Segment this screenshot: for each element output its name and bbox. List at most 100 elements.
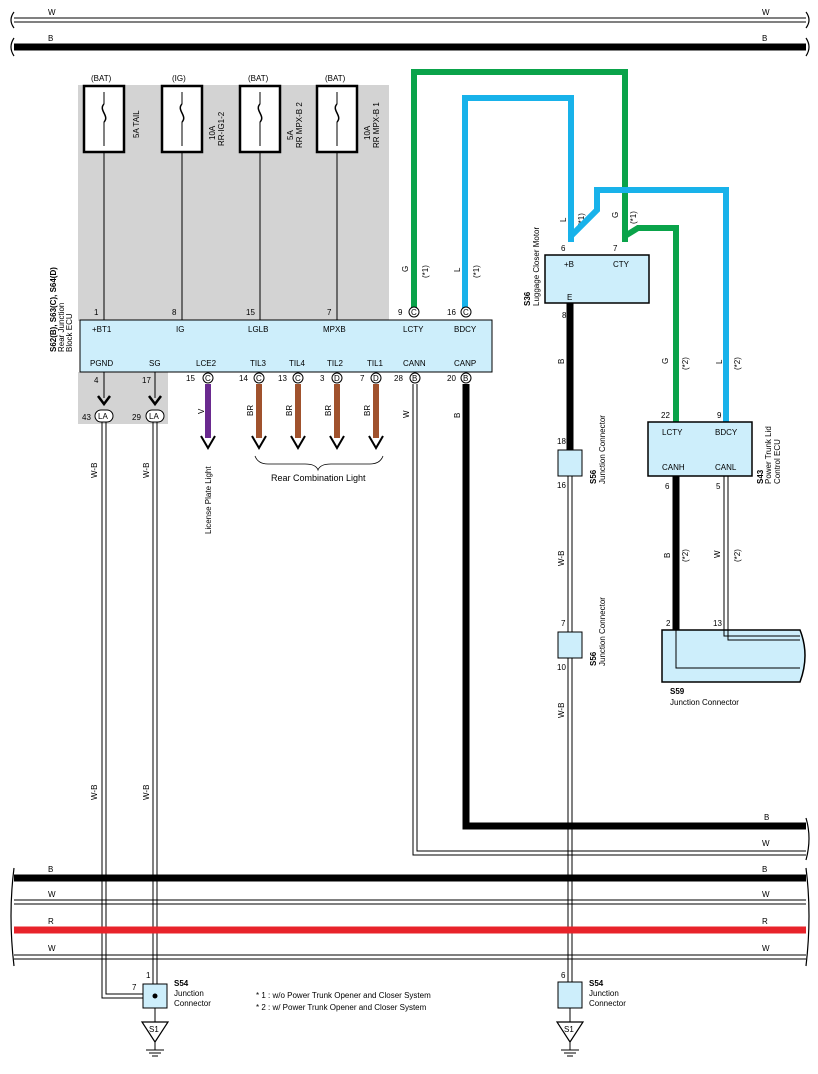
- pin-conn: C: [256, 374, 262, 383]
- top-bus-b-label-left: B: [48, 34, 53, 43]
- ptl-name-line2: Control ECU: [773, 439, 782, 484]
- pin-num: 9: [398, 308, 403, 317]
- wire-label-b: B: [557, 359, 566, 364]
- wire-note-2: (*2): [681, 357, 690, 370]
- fuse-label-line2: RR MPX-B 2: [295, 102, 304, 148]
- s59-id: S59: [670, 687, 685, 696]
- ptl-pin-num: 22: [661, 411, 670, 420]
- bus-label-r-left: R: [48, 917, 54, 926]
- pin-name: MPXB: [323, 325, 346, 334]
- pin-name: TIL4: [289, 359, 306, 368]
- s56-name: Junction Connector: [598, 597, 607, 666]
- wb-wires-left: [101, 422, 158, 999]
- pin-conn: B: [463, 374, 468, 383]
- bus-break-mark: [805, 817, 810, 861]
- top-bus-b-label-right: B: [762, 34, 767, 43]
- s56-pin-bottom: 16: [557, 481, 566, 490]
- pin-name: SG: [149, 359, 161, 368]
- wire-label-br: BR: [324, 405, 333, 416]
- s59-name: Junction Connector: [670, 698, 739, 707]
- pin-name: CANN: [403, 359, 426, 368]
- pin-num: 1: [94, 308, 99, 317]
- fuse-label-line2: RR-IG1-2: [217, 111, 226, 146]
- fuse-label-line1: 5A: [286, 130, 295, 140]
- bus-label-b: B: [764, 813, 769, 822]
- bus-label-w-right: W: [762, 944, 770, 953]
- fuse-label: 5A TAIL: [132, 110, 141, 138]
- pin-conn: C: [411, 308, 417, 317]
- s54-pin-top: 1: [146, 971, 151, 980]
- ptl-pin-name: CANH: [662, 463, 685, 472]
- ptl-name-line1: Power Trunk Lid: [764, 426, 773, 484]
- top-bus-w-label-left: W: [48, 8, 56, 17]
- pin-name: IG: [176, 325, 184, 334]
- s56-pin-top: 7: [561, 619, 566, 628]
- bus-label-b-right: B: [762, 865, 767, 874]
- note-2: * 2 : w/ Power Trunk Opener and Closer S…: [256, 1003, 427, 1012]
- wire-note-2: (*2): [733, 549, 742, 562]
- s59-pin-b: 13: [713, 619, 722, 628]
- pin-name: +BT1: [92, 325, 112, 334]
- fuse-supply-label: (BAT): [325, 74, 346, 83]
- la-conn-a: LA: [98, 412, 108, 421]
- pin-name: TIL2: [327, 359, 344, 368]
- license-plate-light-label: License Plate Light: [204, 466, 213, 534]
- top-bus-w: W W: [10, 8, 810, 29]
- pin-num: 17: [142, 376, 151, 385]
- fuse-label-line1: 10A: [208, 125, 217, 140]
- pin-name: LGLB: [248, 325, 268, 334]
- s56-junction-upper: 18 16 S56 Junction Connector: [557, 415, 607, 490]
- pin-conn: C: [463, 308, 469, 317]
- la-pin-b: 29: [132, 413, 141, 422]
- pin-conn: C: [205, 374, 211, 383]
- wb-wires-center: [567, 476, 573, 982]
- s54-name-line1: Junction: [174, 989, 204, 998]
- pin-num: 28: [394, 374, 403, 383]
- pin-num: 15: [186, 374, 195, 383]
- wire-label-g: G: [661, 358, 670, 364]
- wire-label-wb: W-B: [557, 703, 566, 718]
- fuse-label-line2: RR MPX-B 1: [372, 102, 381, 148]
- s54-name-line2: Connector: [589, 999, 626, 1008]
- violet-wire-lce2: V License Plate Light: [197, 384, 216, 534]
- s56-id: S56: [589, 469, 598, 484]
- wire-label-wb: W-B: [142, 785, 151, 800]
- pin-num: 3: [320, 374, 325, 383]
- pin-num: 20: [447, 374, 456, 383]
- s54-pin-top: 6: [561, 971, 566, 980]
- motor-id: S36: [523, 291, 532, 306]
- wire-label-br: BR: [363, 405, 372, 416]
- ecu-name-line2: Block ECU: [65, 313, 74, 352]
- wire-label-br: BR: [246, 405, 255, 416]
- motor-pin-name: E: [567, 293, 572, 302]
- la-conn-b: LA: [149, 412, 159, 421]
- bus-label-w-left: W: [48, 944, 56, 953]
- s56-junction-lower: 7 10 S56 Junction Connector: [557, 597, 607, 672]
- wire-label-wb: W-B: [142, 463, 151, 478]
- bus-label-w-left: W: [48, 890, 56, 899]
- note-1: * 1 : w/o Power Trunk Opener and Closer …: [256, 991, 431, 1000]
- bottom-bus-w1: W W: [14, 890, 806, 905]
- cann-wire: [412, 384, 806, 856]
- wire-note-1: (*1): [421, 265, 430, 278]
- blue-wire-bdcy: L (*1) L (*1): [453, 95, 586, 312]
- s54-name-line2: Connector: [174, 999, 211, 1008]
- pin-num: 8: [172, 308, 177, 317]
- wire-label-l: L: [559, 217, 568, 222]
- wire-label-b: B: [453, 413, 462, 418]
- s56-name: Junction Connector: [598, 415, 607, 484]
- wire-label-v: V: [197, 408, 206, 414]
- wire-label-wb: W-B: [90, 785, 99, 800]
- pin-conn: C: [295, 374, 301, 383]
- ptl-can-wires: B (*2) W (*2): [663, 476, 742, 630]
- s54-junction-center: 6 S54 Junction Connector S1: [555, 971, 626, 1057]
- fuse-wires: [103, 152, 338, 320]
- wire-label-l: L: [453, 267, 462, 272]
- motor-name: Luggage Closer Motor: [532, 227, 541, 306]
- green-wire-ptl-lcty: G (*2): [623, 225, 690, 422]
- footnotes: * 1 : w/o Power Trunk Opener and Closer …: [256, 991, 431, 1012]
- la-pin-a: 43: [82, 413, 91, 422]
- bottom-bus-r: R R: [14, 917, 806, 934]
- wire-label-b: B: [663, 553, 672, 558]
